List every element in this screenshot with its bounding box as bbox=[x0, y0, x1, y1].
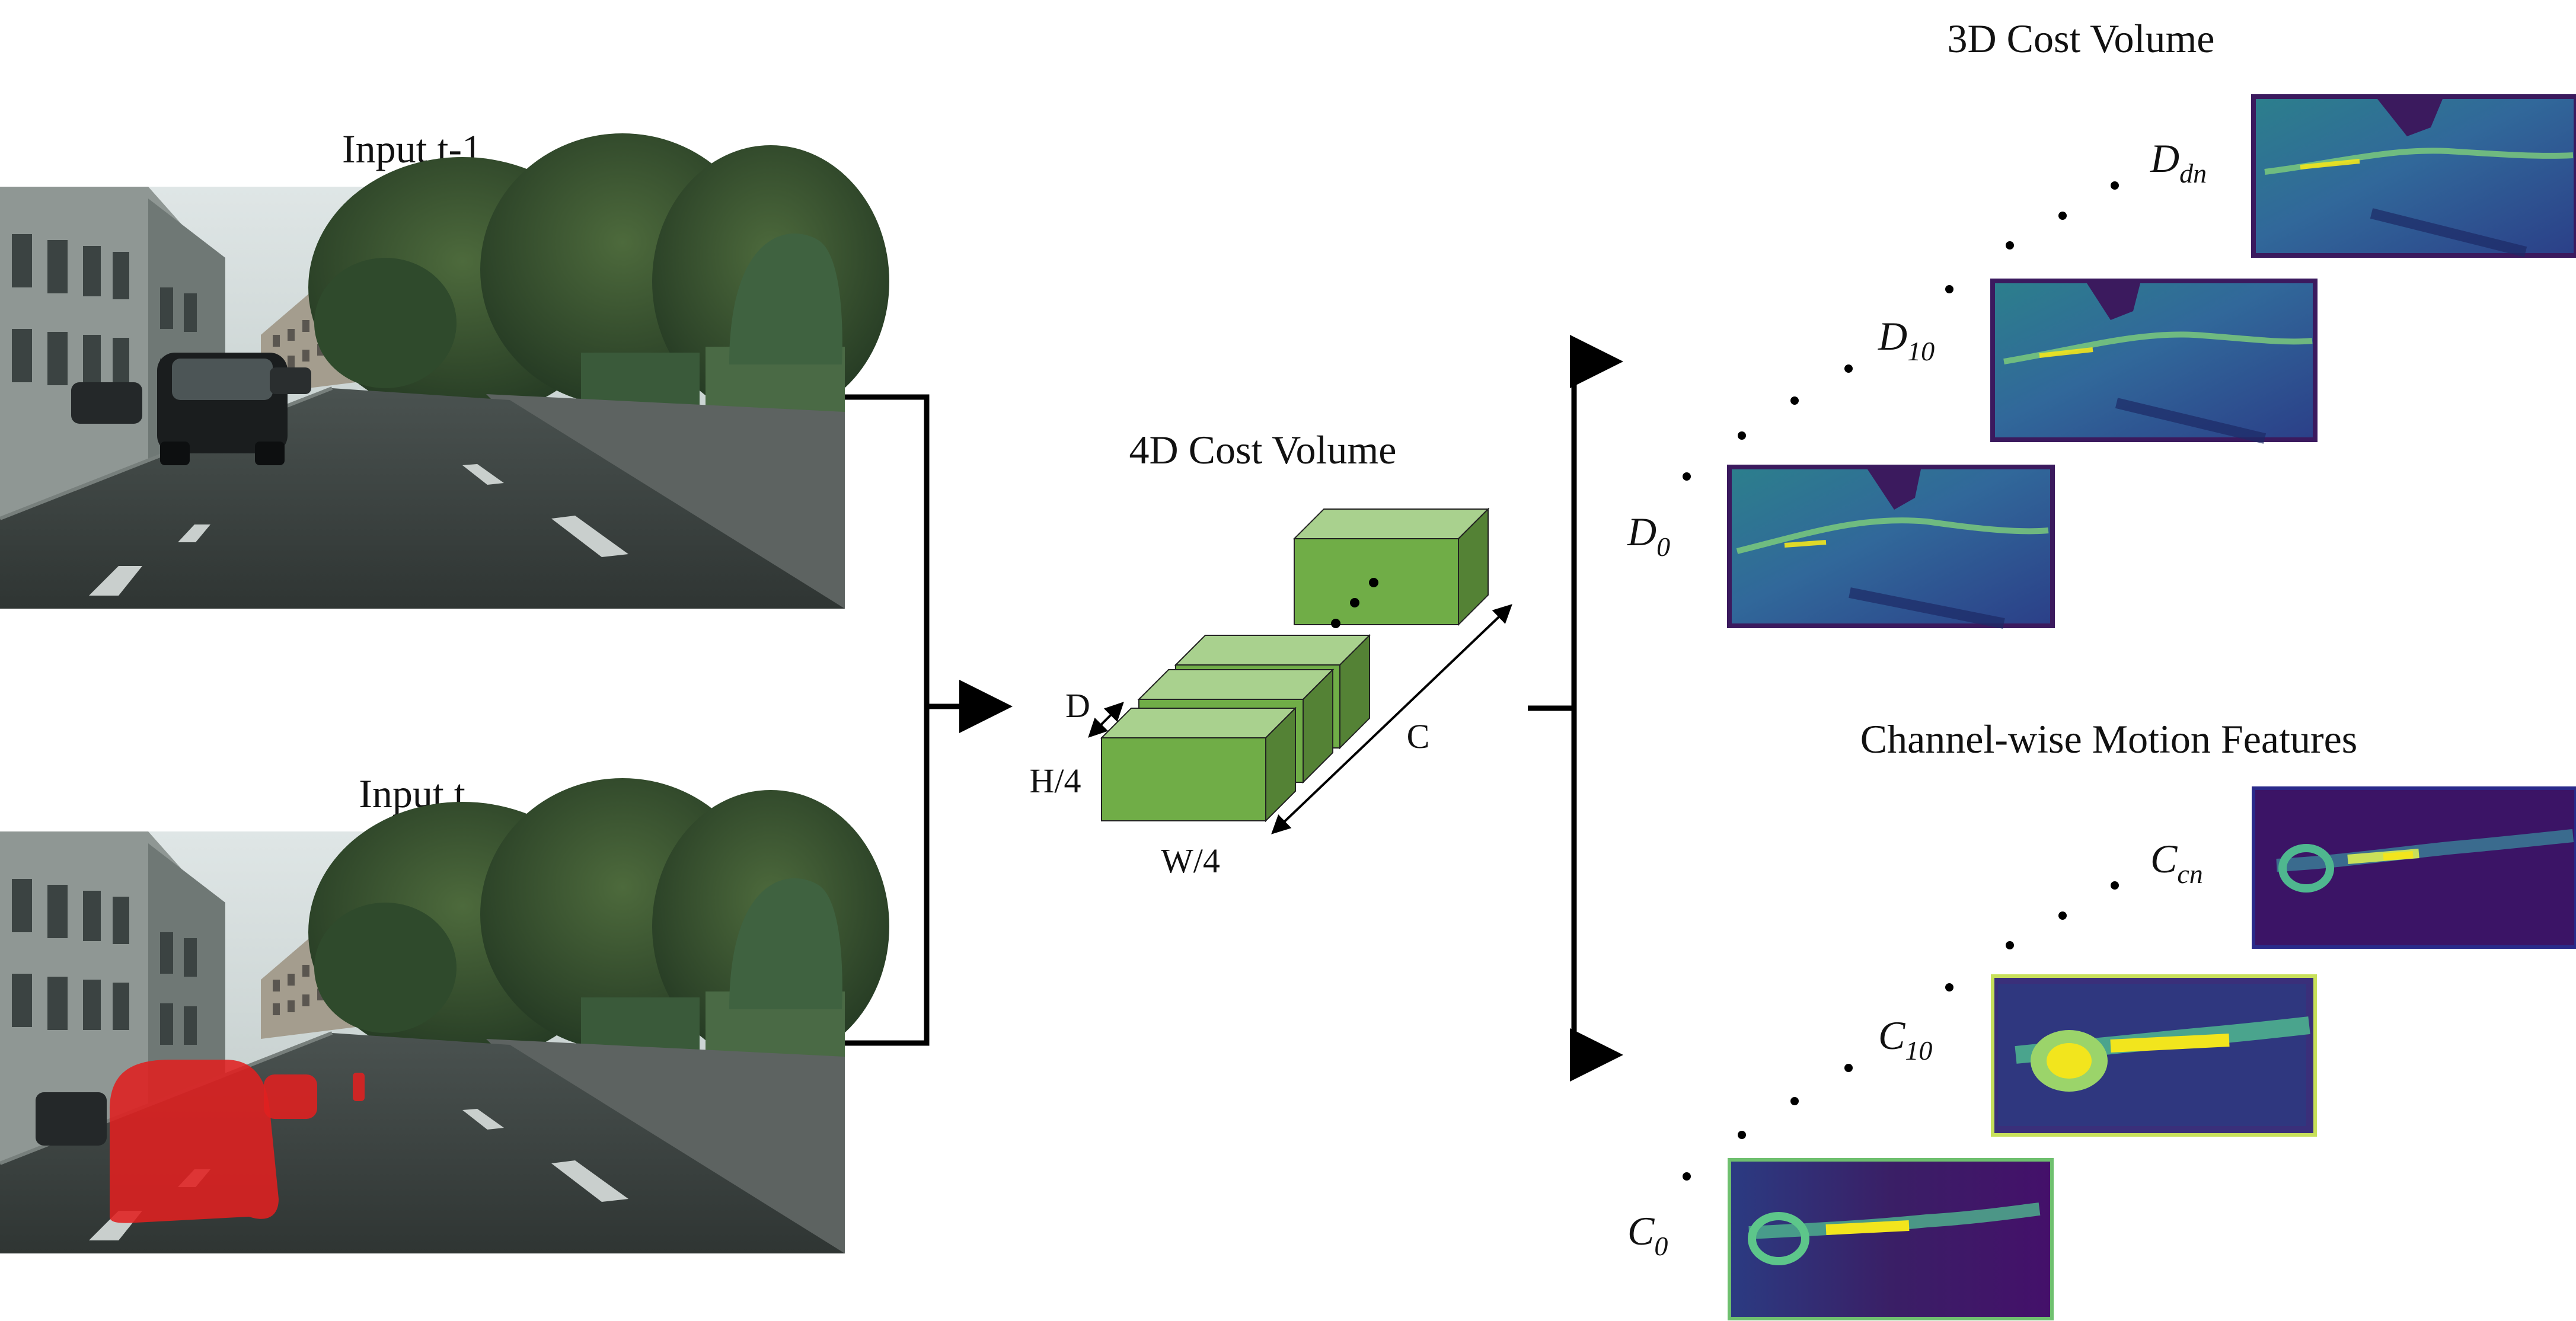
c-slice-dots bbox=[1683, 881, 2119, 1181]
input-prev-image bbox=[0, 133, 889, 609]
c-slice-10-label: C10 bbox=[1878, 1013, 1932, 1066]
dim-h-label: H/4 bbox=[1030, 762, 1081, 800]
merge-connector bbox=[845, 394, 1013, 1046]
d-slice-0-label: D0 bbox=[1627, 509, 1670, 562]
d-slice-dots bbox=[1683, 181, 2119, 481]
cost-volume-4d-title: 4D Cost Volume bbox=[1129, 427, 1397, 472]
d-slice-dn-map bbox=[2251, 94, 2576, 258]
d-slice-10-map bbox=[1990, 279, 2318, 444]
input-curr-image bbox=[0, 778, 889, 1253]
cube-back bbox=[1292, 507, 1490, 626]
cube-front bbox=[1100, 706, 1297, 823]
c-slice-10-map bbox=[1991, 974, 2317, 1137]
split-connector bbox=[1528, 335, 1623, 1082]
c-slice-cn-label: Ccn bbox=[2150, 836, 2203, 889]
d-slice-dn-label: Ddn bbox=[2150, 136, 2207, 188]
dim-d-label: D bbox=[1065, 686, 1090, 725]
car-dark bbox=[71, 353, 311, 465]
dim-c-label: C bbox=[1407, 717, 1430, 756]
c-slice-0-map bbox=[1728, 1158, 2054, 1320]
dim-w-label: W/4 bbox=[1161, 842, 1220, 880]
motion-features-title: Channel-wise Motion Features bbox=[1860, 717, 2358, 762]
dim-c-arrow bbox=[1271, 604, 1512, 834]
d-slice-0-map bbox=[1727, 465, 2055, 629]
car-mask-overlay bbox=[36, 1060, 365, 1223]
d-slice-10-label: D10 bbox=[1878, 314, 1935, 366]
dim-d-arrow bbox=[1088, 702, 1124, 738]
cost-volume-4d-stack bbox=[1100, 507, 1490, 823]
c-slice-cn-map bbox=[2252, 786, 2576, 949]
cost-volume-3d-title: 3D Cost Volume bbox=[1948, 16, 2215, 61]
c-slice-0-label: C0 bbox=[1627, 1208, 1668, 1261]
